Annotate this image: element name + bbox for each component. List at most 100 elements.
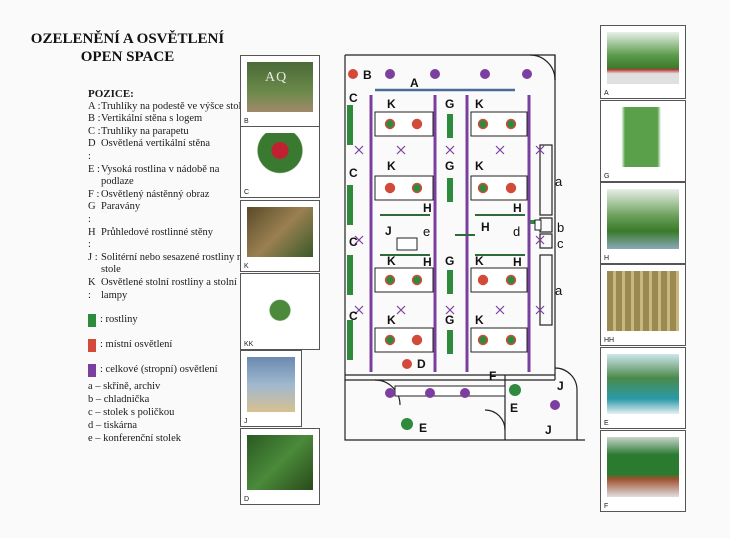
- position-key: D: [88, 138, 101, 163]
- plan-label-g-2: G: [445, 159, 454, 173]
- photo-B-caption: B: [244, 118, 249, 125]
- ceiling-x-mark: [495, 305, 505, 315]
- position-text: Truhlíky na parapetu: [101, 125, 189, 137]
- desk-lamp-plant: [384, 118, 396, 130]
- photo-A-image: [607, 32, 679, 84]
- position-item-e: EVysoká rostlina v nádobě na podlaze: [88, 164, 248, 189]
- plan-label-f: F: [489, 369, 496, 383]
- desk-lamp-plant: [477, 118, 489, 130]
- meeting-table-e: [396, 237, 418, 251]
- position-key: B: [88, 113, 101, 126]
- position-text: Osvětlené stolní rostliny a stolní lampy: [101, 276, 237, 301]
- desk-lamp-plant: [477, 274, 489, 286]
- plant-b: [530, 220, 538, 224]
- legend-local-light: : místní osvětlení: [88, 339, 248, 353]
- ceiling-light-3: [480, 69, 490, 79]
- position-key: H: [88, 227, 101, 252]
- side-table-c: [539, 233, 553, 249]
- floor-plant-e-2: [509, 384, 521, 396]
- desk-5: [374, 267, 434, 293]
- plan-label-e-table: e: [423, 224, 430, 239]
- printer-d: [534, 219, 542, 231]
- position-list: ATruhlíky na podestě ve výšce stolůBVert…: [88, 101, 248, 303]
- desk-lamp-plant: [477, 182, 489, 194]
- position-key: G: [88, 201, 101, 226]
- position-key: A: [88, 101, 101, 114]
- plan-label-c-4: C: [349, 309, 358, 323]
- position-text: Solitérní nebo sesazené rostliny na stol…: [101, 251, 247, 276]
- screen-g-2: [447, 178, 453, 202]
- plants-label: : rostliny: [100, 314, 138, 326]
- notes-list: a – skříně, archiv b – chladnička c – st…: [88, 380, 238, 445]
- position-text: Paravány: [101, 201, 141, 213]
- plan-label-k-8: K: [475, 313, 484, 327]
- plan-label-h-4: H: [423, 255, 432, 269]
- cabinet-a-2: [539, 254, 553, 326]
- photo-K-image: [247, 207, 313, 257]
- plan-label-h-1: H: [423, 201, 432, 215]
- photo-J: J: [240, 350, 302, 427]
- plan-label-e-2: E: [510, 401, 518, 415]
- plan-label-e-1: E: [419, 421, 427, 435]
- photo-HH-caption: HH: [604, 337, 615, 344]
- desk-1: [374, 111, 434, 137]
- plan-label-c-2: C: [349, 166, 358, 180]
- photo-KK-caption: KK: [244, 341, 254, 348]
- plan-label-k-3: K: [387, 159, 396, 173]
- door-arc-bottom: [484, 409, 506, 431]
- plan-label-a-cab-2: a: [555, 283, 563, 298]
- fridge-b: [539, 217, 553, 233]
- photo-B: AQ B: [240, 55, 320, 127]
- local-light-d: [402, 359, 412, 369]
- lower-wall: [344, 380, 585, 441]
- position-text: Průhledové rostlinné stěny: [101, 226, 213, 238]
- door-arc-bottom-right: [554, 367, 578, 440]
- position-text: Vysoká rostlina v nádobě na podlaze: [101, 163, 220, 188]
- plan-label-a-cab-1: a: [555, 174, 563, 189]
- photo-A: A: [600, 25, 686, 99]
- position-text: Osvětlený nástěnný obraz: [101, 188, 210, 200]
- photo-C-caption: C: [244, 189, 250, 196]
- position-item-k: KOsvětlené stolní rostliny a stolní lamp…: [88, 277, 248, 302]
- ceiling-x-mark: [535, 305, 545, 315]
- title-line-2: OPEN SPACE: [80, 49, 175, 65]
- window-planter-3: [347, 255, 353, 295]
- ceiling-light-8: [550, 400, 560, 410]
- photo-HH-image: [607, 271, 679, 331]
- photo-D: D: [240, 428, 320, 505]
- ceiling-x-mark: [396, 305, 406, 315]
- plan-label-d-printer: d: [513, 224, 520, 239]
- photo-A-caption: A: [604, 90, 609, 97]
- desk-lamp-plant: [505, 182, 517, 194]
- screen-g-3: [447, 270, 453, 294]
- desk-lamp-plant: [384, 182, 396, 194]
- position-key: K: [88, 277, 101, 302]
- note-b: b – chladnička: [88, 394, 150, 405]
- desk-lamp-plant: [411, 274, 423, 286]
- photo-H-caption: H: [604, 255, 610, 262]
- desk-lamp-plant: [411, 182, 423, 194]
- position-text: Osvětlená vertikální stěna: [101, 138, 211, 150]
- plan-label-k-7: K: [387, 313, 396, 327]
- window-planter-1: [347, 105, 353, 145]
- ceiling-x-mark: [354, 145, 364, 155]
- desk-lamp-plant: [505, 274, 517, 286]
- cabinet-a-1: [539, 144, 553, 216]
- plan-label-k-2: K: [475, 97, 484, 111]
- plan-label-c-1: C: [349, 91, 358, 105]
- photo-D-image: [247, 435, 313, 490]
- desk-7: [374, 327, 434, 353]
- photo-G-image: [607, 107, 679, 167]
- ceiling-light-6: [425, 388, 435, 398]
- local-light-label: : místní osvětlení: [100, 339, 173, 351]
- desk-lamp-plant: [505, 118, 517, 130]
- note-a: a – skříně, archiv: [88, 381, 161, 392]
- photo-E-caption: E: [604, 420, 609, 427]
- plan-label-j-1: J: [385, 224, 392, 238]
- local-light-b: [348, 69, 358, 79]
- photo-G: G: [600, 100, 686, 182]
- ceiling-light-label: : celkové (stropní) osvětlení: [100, 364, 218, 376]
- photo-H: H: [600, 182, 686, 264]
- desk-lamp-plant: [411, 118, 423, 130]
- position-key: F: [88, 189, 101, 202]
